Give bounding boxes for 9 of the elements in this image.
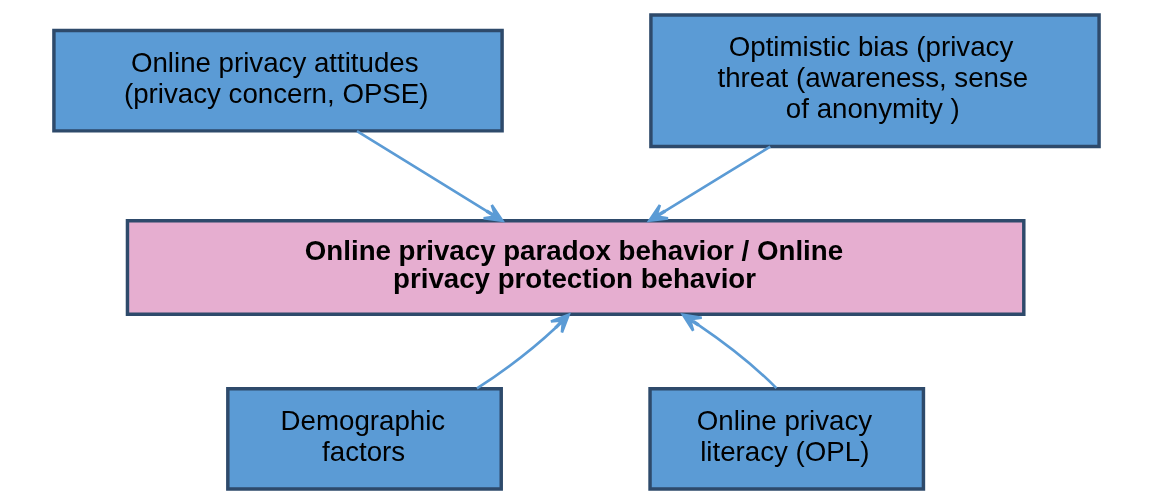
node-box: Optimistic bias (privacy threat (awareness, sense of anonymity ): [648, 13, 1101, 149]
node-box: Demographic factors: [225, 386, 503, 491]
arrow: [681, 313, 777, 390]
node-box: Online privacy literacy (OPL): [647, 386, 925, 491]
arrow: [647, 145, 771, 223]
node-box: Online privacy paradox behavior / Online privacy protection behavior: [125, 219, 1026, 317]
arrow: [355, 130, 504, 223]
node-box: Online privacy attitudes (privacy concern, OPSE): [51, 28, 504, 133]
arrow: [475, 313, 570, 390]
